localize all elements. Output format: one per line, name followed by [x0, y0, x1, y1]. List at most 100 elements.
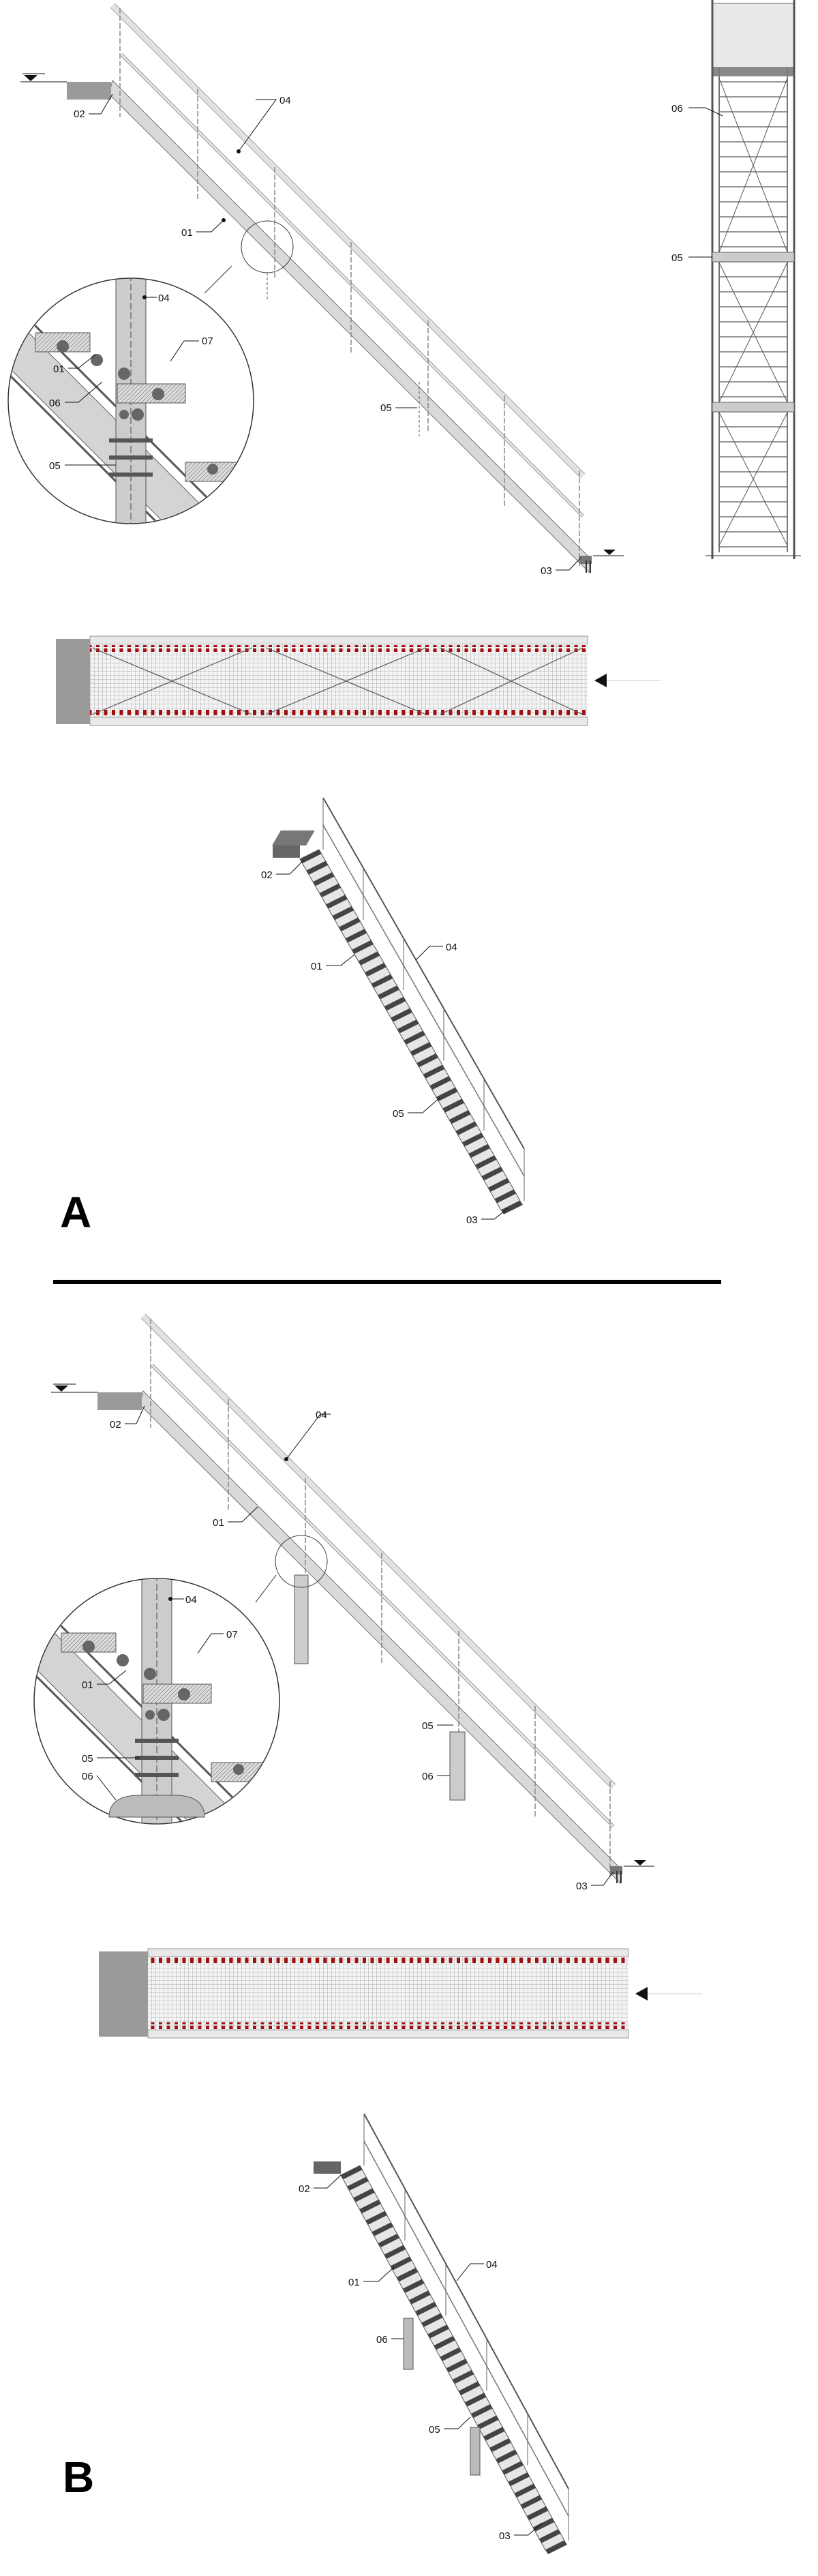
iso-step — [520, 2495, 543, 2509]
iso-landing — [273, 845, 300, 858]
iso-step — [347, 2176, 369, 2191]
iso-step — [359, 2200, 382, 2213]
section-b-detail — [20, 1565, 293, 1933]
iso-step — [332, 906, 354, 920]
detail-label-05: 05 — [82, 1753, 93, 1765]
iso-landing — [314, 2161, 341, 2174]
iso-step — [409, 2290, 431, 2305]
iso-step — [483, 2427, 506, 2441]
section-b-detail-labels: 04 07 01 05 06 — [82, 1594, 238, 1801]
iso-step — [358, 951, 380, 965]
support-column — [470, 2427, 481, 2476]
iso-step — [300, 850, 322, 863]
detail-label-07: 07 — [202, 335, 213, 347]
iso-step — [390, 2256, 412, 2271]
iso-step — [494, 1189, 517, 1203]
detail-label-06: 06 — [82, 1771, 93, 1782]
iso-step — [442, 1098, 465, 1113]
iso-label-02: 02 — [299, 2183, 310, 2195]
support-column — [294, 1574, 309, 1664]
iso-step — [423, 1064, 445, 1079]
iso-step — [477, 2415, 499, 2429]
iso-stair-body — [340, 2165, 565, 2551]
label-04: 04 — [279, 95, 291, 106]
section-b-elevation — [51, 1316, 654, 1883]
iso-step — [365, 2211, 388, 2225]
iso-step — [372, 2222, 394, 2236]
iso-step — [313, 872, 335, 886]
iso-midrail — [322, 824, 525, 1177]
section-b-plan-view — [99, 1948, 702, 2039]
iso-step — [532, 2517, 555, 2532]
iso-label-03: 03 — [466, 1214, 478, 1226]
iso-step — [501, 1201, 523, 1214]
iso-step — [446, 2358, 468, 2373]
iso-step — [481, 1167, 504, 1181]
iso-label-05: 05 — [429, 2424, 440, 2436]
detail-label-01: 01 — [82, 1679, 93, 1691]
iso-step — [470, 2404, 493, 2418]
iso-step — [434, 2336, 456, 2350]
iso-step — [489, 2438, 512, 2452]
iso-label-02: 02 — [261, 869, 273, 881]
iso-step — [508, 2472, 530, 2486]
iso-step — [415, 2302, 438, 2316]
iso-step — [402, 2279, 425, 2293]
detail-label-06: 06 — [49, 398, 61, 409]
iso-step — [326, 895, 348, 909]
iso-step — [345, 929, 367, 943]
iso-step — [384, 996, 406, 1010]
section-letter-a: A — [60, 1188, 91, 1237]
iso-handrail — [363, 2113, 569, 2489]
iso-handrail — [322, 797, 525, 1150]
section-a-elevation-labels: 04 02 01 05 03 — [74, 93, 581, 577]
support-column — [403, 2318, 414, 2370]
iso-step — [404, 1030, 426, 1045]
section-a-elevation — [20, 5, 624, 573]
iso-step — [339, 917, 361, 931]
iso-label-06: 06 — [376, 2334, 388, 2346]
iso-step — [384, 2245, 406, 2259]
iso-step — [410, 1042, 432, 1056]
iso-step — [502, 2461, 524, 2475]
iso-step — [452, 2370, 474, 2384]
section-b-isometric: 02 04 01 06 05 03 — [299, 2113, 569, 2554]
iso-step — [455, 1121, 478, 1135]
iso-step — [474, 1155, 497, 1169]
section-letter-b: B — [63, 2453, 94, 2502]
label-01: 01 — [181, 227, 193, 239]
iso-step — [341, 2166, 363, 2179]
detail-label-07: 07 — [226, 1629, 238, 1641]
iso-step — [496, 2449, 518, 2463]
iso-label-01: 01 — [348, 2277, 360, 2288]
detail-label-05: 05 — [49, 460, 61, 472]
section-b-elevation-labels: 04 02 01 05 06 03 — [110, 1405, 614, 1892]
side-label-05: 05 — [671, 252, 683, 264]
iso-step — [319, 883, 342, 897]
iso-step — [391, 1008, 413, 1022]
iso-label-04: 04 — [486, 2259, 498, 2271]
label-06: 06 — [422, 1771, 434, 1782]
section-a-isometric: 02 04 01 05 03 — [261, 797, 525, 1226]
label-03: 03 — [576, 1881, 588, 1892]
iso-step — [429, 1076, 452, 1090]
label-02: 02 — [110, 1419, 121, 1431]
iso-step — [449, 1110, 471, 1124]
iso-step — [464, 2393, 487, 2407]
section-a-plan-view — [56, 635, 661, 726]
label-03: 03 — [541, 565, 552, 577]
iso-label-05: 05 — [393, 1108, 404, 1120]
iso-step — [378, 2234, 400, 2247]
iso-step — [371, 974, 393, 988]
iso-step — [416, 1053, 439, 1068]
side-label-06: 06 — [671, 103, 683, 115]
iso-step — [306, 860, 329, 875]
iso-step — [365, 963, 387, 977]
detail-label-04: 04 — [158, 293, 170, 304]
direction-arrow-icon — [594, 674, 607, 687]
iso-step — [378, 985, 400, 1000]
iso-label-04: 04 — [446, 942, 457, 953]
detail-callout-circle — [275, 1535, 328, 1588]
iso-step — [421, 2313, 444, 2327]
